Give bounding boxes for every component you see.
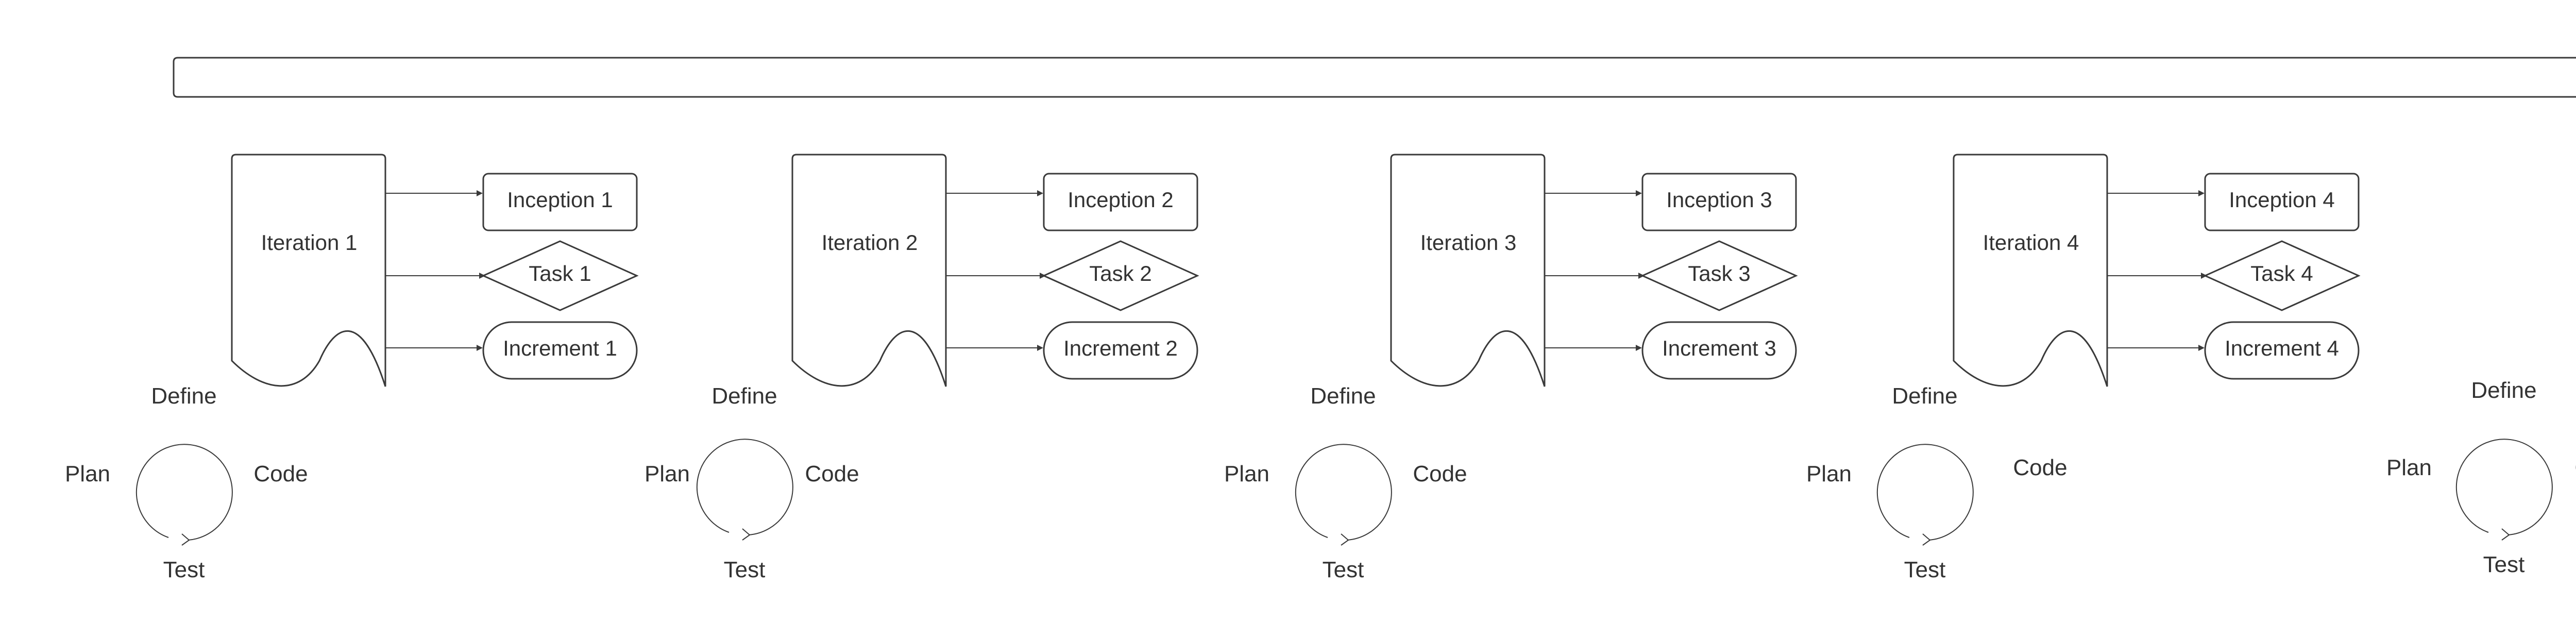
cycle-plan-label: Plan	[1224, 461, 1269, 486]
cycle-test-label: Test	[1904, 557, 1946, 582]
inception-box	[1641, 173, 1797, 231]
increment-label: Increment 4	[2225, 336, 2339, 360]
iteration-document-shape	[1390, 154, 1546, 387]
cycle-arrow-icon	[742, 528, 751, 541]
task-diamond	[1640, 240, 1798, 311]
iteration-title: Iteration 4	[1983, 230, 2079, 255]
task-diamond	[481, 240, 639, 311]
iteration-title: Iteration 3	[1420, 230, 1517, 255]
cycle-arrow-icon	[1341, 533, 1349, 546]
task-label: Task 1	[529, 261, 591, 286]
inception-label: Inception 2	[1067, 188, 1174, 212]
cycle-test-label: Test	[724, 557, 766, 582]
cycle-define-label: Define	[151, 383, 216, 409]
cycle-circle	[1295, 444, 1392, 541]
iteration-group: Iteration 4 Inception 4 Task 4 Increment 4	[1953, 154, 2361, 387]
cycle-arrow-icon	[181, 533, 190, 546]
cycle-arrow-icon	[1922, 533, 1931, 546]
iteration-document-shape	[791, 154, 947, 387]
cycle-circle	[135, 444, 233, 541]
cycle-code-label: Code	[253, 461, 308, 486]
task-label: Task 3	[1688, 261, 1750, 286]
iteration-title: Iteration 2	[822, 230, 918, 255]
timeline-arrow	[173, 57, 2576, 98]
increment-label: Increment 3	[1662, 336, 1776, 360]
cycle-circle	[2455, 439, 2553, 535]
cycle-plan-label: Plan	[1806, 461, 1852, 486]
iteration-title: Iteration 1	[261, 230, 358, 255]
iteration-group: Iteration 3 Inception 3 Task 3 Increment 3	[1390, 154, 1798, 387]
task-diamond	[1042, 240, 1199, 311]
cycle-test-label: Test	[163, 557, 205, 582]
cycle-code-label: Code	[805, 461, 859, 486]
inception-box	[1043, 173, 1198, 231]
iteration-group: Iteration 2 Inception 2 Task 2 Increment 2	[791, 154, 1199, 387]
increment-label: Increment 2	[1063, 336, 1178, 360]
increment-pill	[482, 321, 638, 380]
cycle-test-label: Test	[1323, 557, 1364, 582]
increment-label: Increment 1	[503, 336, 617, 360]
task-diamond	[2203, 240, 2361, 311]
inception-box	[2204, 173, 2360, 231]
cycle-define-label: Define	[1892, 383, 1957, 409]
iteration-group: Iteration 1 Inception 1 Task 1 Increment 1	[231, 154, 639, 387]
cycle-plan-label: Plan	[2386, 455, 2432, 480]
inception-label: Inception 1	[507, 188, 613, 212]
cycle-define-label: Define	[711, 383, 777, 409]
cycle-arrow-icon	[2501, 528, 2510, 541]
inception-label: Inception 4	[2229, 188, 2335, 212]
iteration-document-shape	[1953, 154, 2108, 387]
cycle-plan-label: Plan	[645, 461, 690, 486]
increment-pill	[1641, 321, 1797, 380]
cycle-circle	[696, 439, 793, 535]
cycle-circle	[1876, 444, 1974, 541]
cycle-test-label: Test	[2483, 552, 2525, 577]
increment-pill	[1043, 321, 1198, 380]
cycle-define-label: Define	[2471, 378, 2536, 403]
inception-label: Inception 3	[1666, 188, 1772, 212]
iteration-document-shape	[231, 154, 386, 387]
cycle-code-label: Code	[2013, 455, 2067, 480]
cycle-define-label: Define	[1310, 383, 1376, 409]
task-label: Task 2	[1089, 261, 1151, 286]
inception-box	[482, 173, 638, 231]
cycle-plan-label: Plan	[65, 461, 110, 486]
cycle-code-label: Code	[2574, 455, 2576, 480]
task-label: Task 4	[2250, 261, 2313, 286]
increment-pill	[2204, 321, 2360, 380]
cycle-code-label: Code	[1413, 461, 1467, 486]
